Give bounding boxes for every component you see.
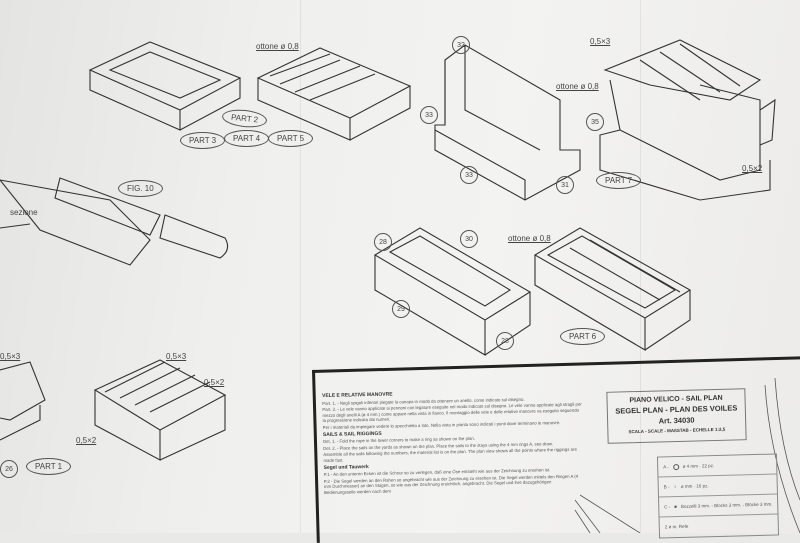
- legend-text: Bozzelli 3 mm. - Blocks 3 mm. - Blöcke 3…: [680, 501, 773, 509]
- fig-10-drawing: [0, 177, 229, 266]
- materials-legend: A - ø 4 mm · 22 pz. B -♀ø mm · 16 pz. C -…: [656, 453, 780, 539]
- dimension-label: ottone ø 0,8: [556, 82, 599, 91]
- part-1-drawing: [0, 359, 227, 461]
- rigging-instructions: VELE E RELATIVE MANOVRE Part. 1. - Negli…: [322, 387, 585, 533]
- section-label: sezione: [10, 208, 38, 217]
- paper-fold: [640, 0, 641, 533]
- legend-key: A -: [663, 464, 669, 470]
- part-number: 33: [420, 106, 438, 124]
- part-label: PART 1: [26, 458, 72, 475]
- title-block: PIANO VELICO - SAIL PLAN SEGEL PLAN - PL…: [606, 388, 747, 444]
- part-3-4-5-drawing: [256, 47, 412, 141]
- part-number: 33: [460, 166, 478, 184]
- legend-row-d: 2 ø m. Refe: [660, 514, 778, 536]
- article-number: Art. 34030: [658, 415, 695, 426]
- dimension-label: 0,5×3: [0, 352, 21, 361]
- part-number: 35: [586, 113, 604, 131]
- part-7-drawing: [599, 39, 776, 201]
- legend-text: ø 4 mm · 22 pz.: [682, 463, 715, 469]
- scale-label: SCALA - SCALE - MAßSTAB - ECHELLE 1:2,5: [628, 426, 726, 435]
- dimension-label: ottone ø 0,8: [256, 42, 299, 51]
- dimension-label: 0,5×2: [742, 164, 763, 173]
- dimension-label: 0,5×2: [204, 378, 225, 387]
- part-label: PART 6: [560, 328, 606, 345]
- part-2-drawing: [88, 41, 242, 131]
- part-label: PART 5: [268, 130, 314, 147]
- dimension-label: ottone ø 0,8: [508, 234, 551, 243]
- part-label: PART 7: [596, 172, 642, 189]
- dimension-label: 0,5×3: [590, 37, 611, 46]
- sail-plan-drawing: [574, 377, 800, 533]
- eyebolt-icon: ♀: [673, 484, 677, 490]
- part-number: 29: [392, 300, 410, 318]
- part-31-33-drawing: [434, 44, 581, 201]
- part-number: 26: [0, 460, 18, 478]
- legend-key: C -: [664, 504, 671, 510]
- part-number: 28: [374, 233, 392, 251]
- part-number: 30: [460, 230, 478, 248]
- part-6-drawing: [533, 227, 692, 351]
- legend-text: 2 ø m. Refe: [664, 523, 689, 530]
- paper-fold: [300, 0, 301, 533]
- legend-key: B -: [663, 484, 670, 490]
- ring-icon: [672, 463, 679, 470]
- part-number: 32: [452, 36, 470, 54]
- legend-text: ø mm · 16 pz.: [680, 483, 709, 489]
- dimension-label: 0,5×2: [76, 436, 97, 445]
- figure-label: FIG. 10: [118, 180, 163, 197]
- part-number: 31: [556, 176, 574, 194]
- part-number: 28: [496, 332, 514, 350]
- part-label: PART 4: [224, 130, 270, 147]
- dimension-label: 0,5×3: [166, 352, 187, 361]
- part-label: PART 3: [180, 132, 226, 149]
- block-icon: ■: [674, 504, 678, 510]
